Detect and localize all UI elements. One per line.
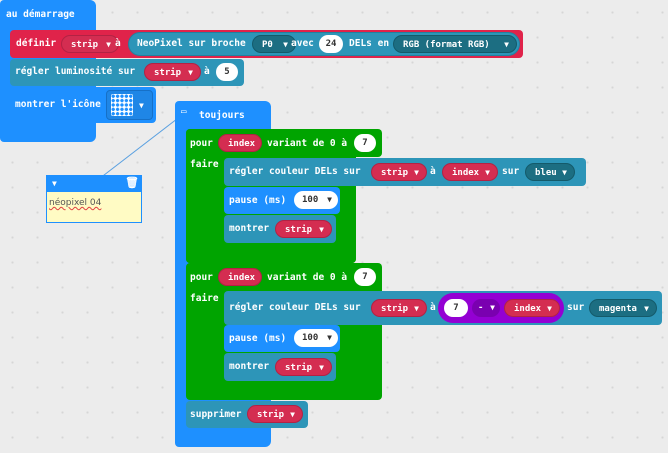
dropdown-arrow-icon: ▼ [562, 168, 567, 177]
index-variable[interactable]: index [218, 268, 262, 286]
dropdown-arrow-icon: ▼ [327, 333, 332, 342]
show-label: montrer [229, 361, 270, 372]
dropdown-arrow-icon: ▼ [547, 304, 552, 313]
pause-value-dropdown[interactable]: 100▼ [294, 191, 338, 209]
index-variable-dropdown[interactable]: index▼ [442, 163, 498, 181]
show-block-2[interactable]: montrer strip▼ [224, 353, 336, 381]
dropdown-arrow-icon: ▼ [327, 195, 332, 204]
loop-end-input[interactable]: 7 [354, 134, 376, 152]
set-color-label: régler couleur DELs sur [229, 302, 361, 313]
comment-header[interactable]: ▼ 🗑 [47, 176, 141, 192]
index-variable-dropdown[interactable]: index▼ [504, 299, 560, 317]
on-label: sur [502, 166, 520, 177]
dropdown-arrow-icon: ▼ [485, 168, 490, 177]
strip-variable-dropdown[interactable]: strip▼ [61, 35, 119, 53]
clear-label: supprimer [190, 409, 242, 420]
pause-label: pause (ms) [229, 195, 287, 206]
to-label: à [204, 66, 210, 77]
icon-preview-image [111, 94, 133, 116]
for-label: pour [190, 272, 213, 283]
on-start-label: au démarrage [6, 9, 75, 20]
dropdown-arrow-icon: ▼ [319, 363, 324, 372]
comment-icon[interactable]: ▭ [181, 107, 187, 117]
with-label: avec [291, 38, 314, 49]
pause-value-dropdown[interactable]: 100▼ [294, 329, 338, 347]
operator-dropdown[interactable]: -▼ [472, 299, 500, 317]
neopixel-label: NeoPixel sur broche [137, 38, 246, 49]
forever-label: toujours [199, 110, 245, 121]
strip-variable-dropdown[interactable]: strip▼ [144, 63, 201, 81]
trash-icon[interactable]: 🗑 [125, 176, 139, 189]
do-label: faire [190, 159, 219, 170]
loop-end-input[interactable]: 7 [354, 268, 376, 286]
pause-block-2[interactable]: pause (ms) 100▼ [224, 325, 340, 352]
pause-block-1[interactable]: pause (ms) 100▼ [224, 187, 340, 214]
color-dropdown[interactable]: bleu▼ [525, 163, 575, 181]
set-brightness-block[interactable]: régler luminosité sur strip▼ à 5 [10, 59, 244, 86]
dropdown-arrow-icon: ▼ [188, 68, 193, 77]
dropdown-arrow-icon: ▼ [644, 304, 649, 313]
define-block[interactable]: définir strip▼ à NeoPixel sur broche P0▼… [10, 30, 523, 58]
dropdown-arrow-icon: ▼ [290, 410, 295, 419]
dropdown-arrow-icon: ▼ [490, 303, 495, 312]
show-block-1[interactable]: montrer strip▼ [224, 215, 336, 243]
clear-block[interactable]: supprimer strip▼ [186, 401, 308, 428]
mode-dropdown[interactable]: RGB (format RGB)▼ [393, 35, 517, 53]
comment-box[interactable]: ▼ 🗑 néopixel 04 [46, 175, 142, 223]
dropdown-arrow-icon: ▼ [414, 304, 419, 313]
strip-variable-dropdown[interactable]: strip▼ [275, 220, 332, 238]
define-label: définir [16, 38, 57, 49]
neopixel-create-block[interactable]: NeoPixel sur broche P0▼ avec 24 DELs en … [128, 32, 520, 56]
show-icon-block[interactable]: montrer l'icône ▼ [10, 87, 156, 123]
to-label: à [115, 38, 121, 49]
on-label: sur [567, 302, 585, 313]
for-loop-1-footer [186, 243, 356, 263]
led-count-input[interactable]: 24 [319, 35, 343, 53]
show-icon-label: montrer l'icône [15, 99, 101, 110]
range-label: variant de 0 à [267, 272, 348, 283]
pause-label: pause (ms) [229, 333, 287, 344]
dropdown-arrow-icon: ▼ [504, 40, 509, 49]
dropdown-arrow-icon: ▼ [139, 101, 144, 110]
icon-picker-dropdown[interactable]: ▼ [106, 90, 153, 120]
dropdown-arrow-icon: ▼ [414, 168, 419, 177]
range-label: variant de 0 à [267, 138, 348, 149]
collapse-icon[interactable]: ▼ [52, 179, 57, 188]
dropdown-arrow-icon: ▼ [319, 225, 324, 234]
minuend-input[interactable]: 7 [444, 299, 468, 317]
color-dropdown[interactable]: magenta▼ [589, 299, 657, 317]
dropdown-arrow-icon: ▼ [106, 40, 111, 49]
for-loop-1-header-extension: pour index variant de 0 à 7 [186, 129, 382, 157]
strip-variable-dropdown[interactable]: strip▼ [275, 358, 332, 376]
to-label: à [430, 302, 436, 313]
set-color-label: régler couleur DELs sur [229, 166, 361, 177]
brightness-value-input[interactable]: 5 [216, 63, 238, 81]
for-label: pour [190, 138, 213, 149]
pin-dropdown[interactable]: P0▼ [252, 35, 296, 53]
subtract-block[interactable]: 7 -▼ index▼ [438, 293, 564, 323]
brightness-label: régler luminosité sur [15, 66, 136, 77]
strip-variable-dropdown[interactable]: strip▼ [371, 163, 427, 181]
strip-variable-dropdown[interactable]: strip▼ [371, 299, 427, 317]
do-label: faire [190, 293, 219, 304]
set-pixel-color-block-2[interactable]: régler couleur DELs sur strip▼ à 7 -▼ in… [224, 291, 662, 325]
set-pixel-color-block-1[interactable]: régler couleur DELs sur strip▼ à index▼ … [224, 158, 586, 186]
strip-variable-dropdown[interactable]: strip▼ [247, 405, 303, 423]
dropdown-arrow-icon: ▼ [283, 40, 288, 49]
index-variable[interactable]: index [218, 134, 262, 152]
leds-in-label: DELs en [349, 38, 390, 49]
show-label: montrer [229, 223, 270, 234]
to-label: à [430, 166, 436, 177]
comment-text[interactable]: néopixel 04 [49, 198, 102, 208]
